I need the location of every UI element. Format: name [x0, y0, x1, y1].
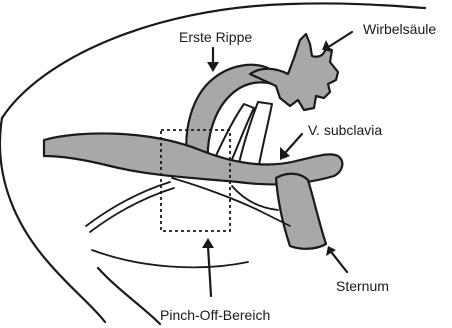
- arrow-first-rib: [207, 48, 219, 72]
- arrow-subclavian-vein: [280, 134, 302, 160]
- label-sternum: Sternum: [336, 278, 389, 294]
- label-spine: Wirbelsäule: [363, 21, 436, 37]
- sternum-shape: [276, 174, 326, 249]
- arrow-sternum: [326, 246, 347, 272]
- vessel-arc: [232, 186, 278, 210]
- label-pinch-off: Pinch-Off-Bereich: [160, 307, 270, 323]
- shoulder-inner-curve: [98, 268, 160, 324]
- label-first-rib: Erste Rippe: [179, 29, 252, 45]
- arrow-spine: [322, 32, 352, 52]
- rib-arc-lower: [92, 250, 248, 267]
- catheter-line-1: [86, 182, 170, 226]
- label-subclavian-vein: V. subclavia: [308, 122, 382, 138]
